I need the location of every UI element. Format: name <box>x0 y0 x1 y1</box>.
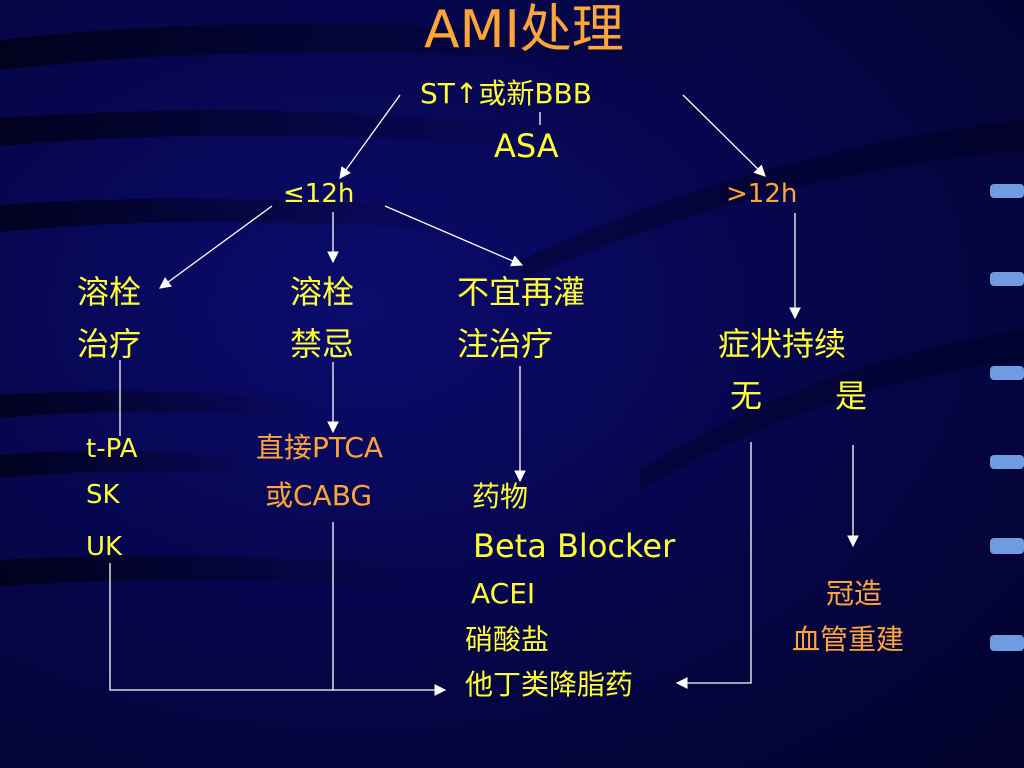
contraindication-label-line2: 禁忌 <box>290 325 355 363</box>
slide-title: AMI处理 <box>424 0 624 60</box>
no-reperfusion-label-line1: 不宜再灌 <box>457 273 586 311</box>
no-reperfusion-label-line2: 注治疗 <box>457 325 554 363</box>
contraindication-label-line1: 溶栓 <box>290 273 355 311</box>
pci-line1: 直接PTCA <box>256 431 384 464</box>
lytic-uk: UK <box>86 532 123 562</box>
lytic-sk: SK <box>86 480 120 510</box>
drug-beta-blocker: Beta Blocker <box>473 527 676 565</box>
drugs-heading: 药物 <box>472 480 529 513</box>
arrow-to-early <box>339 94 401 179</box>
revasc-line2: 血管重建 <box>792 623 905 656</box>
line-lytics-to-statins <box>109 563 447 696</box>
drug-nitrates: 硝酸盐 <box>465 623 550 656</box>
line-no-to-statins <box>675 442 752 689</box>
arrow-to-thrombolysis <box>159 205 273 289</box>
branch-late-label: >12h <box>726 179 798 209</box>
revasc-line1: 冠造 <box>826 577 883 610</box>
asa-label: ASA <box>494 127 559 165</box>
arrow-to-no-reperfusion <box>384 205 524 267</box>
branch-early-label: ≤12h <box>283 179 355 209</box>
persistent-symptoms-label: 症状持续 <box>718 325 847 363</box>
thrombolysis-label-line2: 治疗 <box>77 325 142 363</box>
lytic-tpa: t-PA <box>86 434 138 464</box>
pci-line2: 或CABG <box>265 479 373 512</box>
arrow-to-late <box>682 94 766 177</box>
symptoms-yes-label: 是 <box>835 377 868 415</box>
thrombolysis-label-line1: 溶栓 <box>77 273 142 311</box>
condition-st-elevation: ST↑或新BBB <box>420 77 592 110</box>
symptoms-no-label: 无 <box>730 377 763 415</box>
drug-acei: ACEI <box>471 577 536 610</box>
drug-statins: 他丁类降脂药 <box>465 668 634 701</box>
